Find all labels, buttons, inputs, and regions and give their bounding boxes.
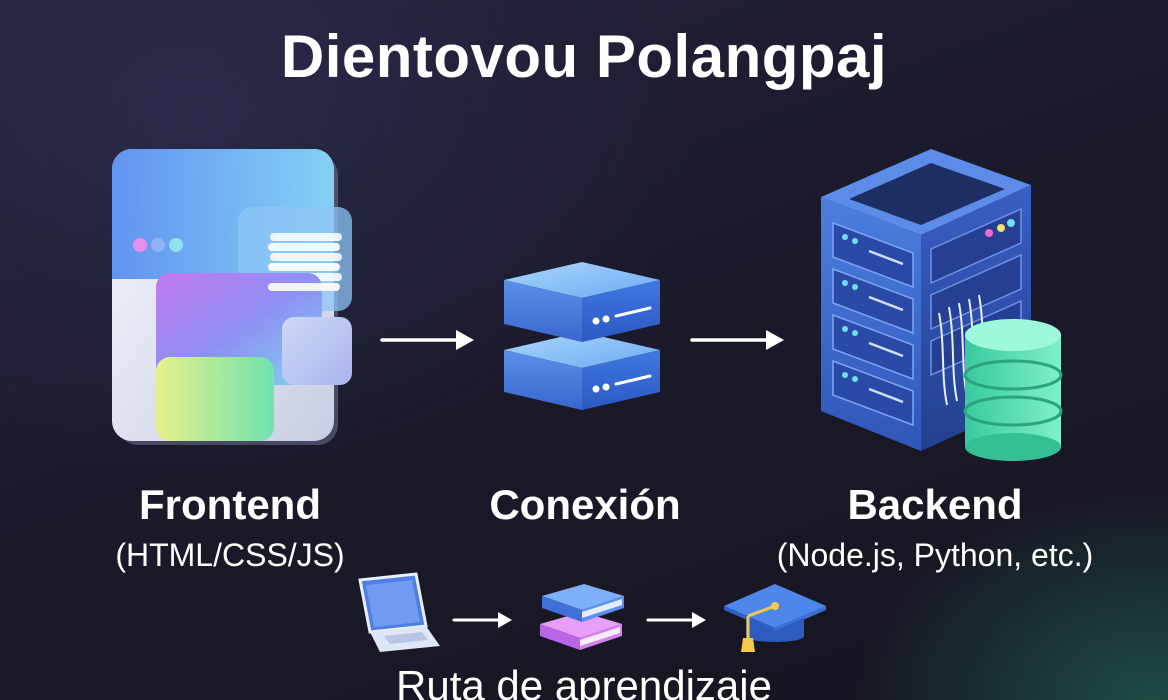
backend-label: Backend	[847, 481, 1023, 528]
browser-window-icon	[112, 149, 352, 445]
connection-label: Conexión	[489, 481, 681, 528]
arrow-books-to-graduation	[646, 612, 706, 628]
arrow-frontend-to-connection	[380, 330, 474, 350]
backend-detail: (Node.js, Python, etc.)	[776, 537, 1094, 573]
arrow-laptop-to-books	[452, 612, 512, 628]
frontend-detail: (HTML/CSS/JS)	[115, 537, 345, 573]
books-icon	[540, 584, 624, 650]
server-connection-icon	[504, 262, 660, 410]
frontend-label: Frontend	[139, 481, 321, 528]
arrow-connection-to-backend	[690, 330, 784, 350]
laptop-icon	[358, 572, 440, 652]
graduation-cap-icon	[724, 584, 826, 652]
diagram-title: Dientovou Polangpaj	[280, 23, 888, 90]
learning-path-label: Ruta de aprendizaje	[396, 662, 772, 700]
server-database-icon	[821, 149, 1063, 461]
